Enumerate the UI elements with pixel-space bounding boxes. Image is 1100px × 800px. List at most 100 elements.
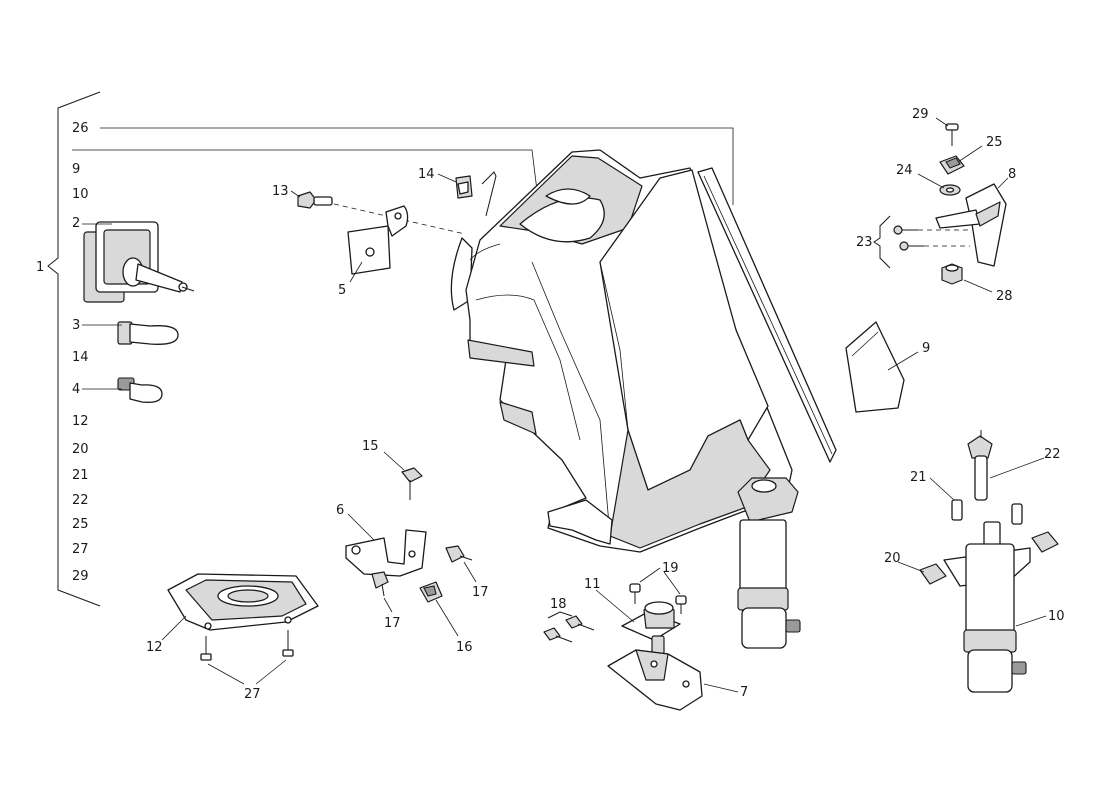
leader-28 xyxy=(963,279,993,293)
kit-item-label: 25 xyxy=(72,517,89,532)
kit-bracket xyxy=(47,91,101,607)
clip-20 xyxy=(919,531,1059,585)
washer-24 xyxy=(939,184,961,196)
callout-12: 12 xyxy=(146,640,163,655)
kit-item-label: 20 xyxy=(72,442,89,457)
kit-item-label: 4 xyxy=(72,382,80,397)
leader-26 xyxy=(100,127,734,205)
callout-11: 11 xyxy=(584,577,601,592)
callout-19: 19 xyxy=(662,561,679,576)
callout-25: 25 xyxy=(986,135,1003,150)
leader-11 xyxy=(595,589,635,623)
bracket-8 xyxy=(935,183,1007,267)
bracket-18 xyxy=(547,611,573,619)
leader-10 xyxy=(1015,615,1047,627)
callout-21: 21 xyxy=(910,470,927,485)
leader-25 xyxy=(957,145,983,163)
washer-cylinder xyxy=(737,477,801,649)
leader-29 xyxy=(935,117,949,127)
leader-20 xyxy=(897,561,925,573)
callout-20: 20 xyxy=(884,551,901,566)
callout-16: 16 xyxy=(456,640,473,655)
leader-22 xyxy=(989,457,1045,479)
leader-17-left xyxy=(383,597,393,613)
leader-7 xyxy=(703,683,739,693)
kit-item-label: 12 xyxy=(72,414,89,429)
callout-29: 29 xyxy=(912,107,929,122)
bracket-23 xyxy=(873,215,891,269)
washer-cylinder-10 xyxy=(943,521,1031,693)
callout-6: 6 xyxy=(336,503,344,518)
leader-19 xyxy=(639,567,681,595)
motor-11 xyxy=(621,601,681,655)
nozzle-22 xyxy=(967,430,993,501)
bracket-7 xyxy=(607,649,703,711)
leader-17-right xyxy=(463,561,477,583)
callout-13: 13 xyxy=(272,184,289,199)
leader-8 xyxy=(997,177,1009,189)
control-module-12 xyxy=(167,573,319,631)
leader-21 xyxy=(929,477,955,501)
clip-16 xyxy=(419,581,443,603)
kit-list: 26 9 10 2 3 14 4 12 20 21 22 25 27 29 xyxy=(72,121,89,584)
headlamp-housing xyxy=(450,149,793,553)
kit-item-label: 22 xyxy=(72,493,89,508)
screws-21 xyxy=(951,499,1023,525)
xenon-bulb-part xyxy=(83,221,195,303)
leader-16 xyxy=(435,599,459,637)
kit-item-label: 21 xyxy=(72,468,89,483)
screw-15 xyxy=(401,467,423,500)
kit-item-label: 14 xyxy=(72,350,89,365)
callout-23: 23 xyxy=(856,235,873,250)
lens-strip xyxy=(697,167,837,463)
bulb-small-part xyxy=(117,377,163,403)
leader-15 xyxy=(383,451,405,471)
callout-17-left: 17 xyxy=(384,616,401,631)
callout-22: 22 xyxy=(1044,447,1061,462)
screw-13 xyxy=(297,191,333,209)
leader-13 xyxy=(290,190,301,198)
cover-9 xyxy=(845,321,905,413)
callout-7: 7 xyxy=(740,685,748,700)
clip-25 xyxy=(939,155,965,175)
nut-28 xyxy=(941,263,963,285)
kit-item-label: 26 xyxy=(72,121,89,136)
callout-27: 27 xyxy=(244,687,261,702)
callout-10: 10 xyxy=(1048,609,1065,624)
callout-14: 14 xyxy=(418,167,435,182)
leader-9 xyxy=(887,351,919,371)
callout-15: 15 xyxy=(362,439,379,454)
screw-17-left xyxy=(371,571,389,597)
leader-5 xyxy=(349,261,363,283)
callout-17-right: 17 xyxy=(472,585,489,600)
screw-17-right xyxy=(445,545,473,563)
callout-18: 18 xyxy=(550,597,567,612)
callout-9: 9 xyxy=(922,341,930,356)
clip-14 xyxy=(455,175,473,199)
leader-14 xyxy=(437,173,457,183)
kit-item-label: 9 xyxy=(72,162,80,177)
leader-27 xyxy=(207,659,287,685)
kit-item-label: 27 xyxy=(72,542,89,557)
leader-24 xyxy=(917,173,945,189)
bulb-part xyxy=(117,321,179,345)
bracket-5 xyxy=(347,205,409,275)
screws-23 xyxy=(893,225,972,251)
kit-item-label: 29 xyxy=(72,569,89,584)
callout-5: 5 xyxy=(338,283,346,298)
kit-group-label: 1 xyxy=(36,260,44,275)
screws-27 xyxy=(200,630,294,661)
kit-item-label: 2 xyxy=(72,216,80,231)
leader-6 xyxy=(347,513,375,541)
callout-24: 24 xyxy=(896,163,913,178)
screws-18 xyxy=(543,615,595,643)
callout-28: 28 xyxy=(996,289,1013,304)
screw-29 xyxy=(945,123,959,146)
callout-8: 8 xyxy=(1008,167,1016,182)
screws-19 xyxy=(629,583,687,614)
leader-12 xyxy=(161,615,187,641)
kit-item-label: 10 xyxy=(72,187,89,202)
bracket-6 xyxy=(345,529,427,577)
kit-item-label: 3 xyxy=(72,318,80,333)
